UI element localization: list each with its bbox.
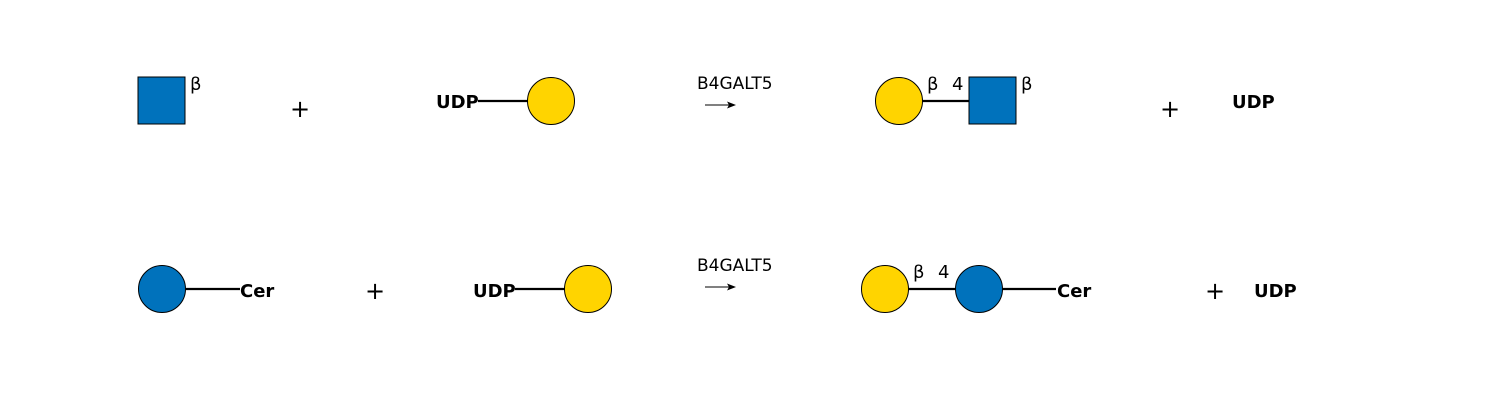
udp-byproduct-label: UDP [1254,281,1297,302]
cer-label: Cer [1057,281,1091,302]
linkage-anomer: β [913,262,925,283]
enzyme-label: B4GALT5 [697,74,773,94]
glc-circle-icon [138,265,186,313]
product-anomer: β [1021,74,1033,95]
glcnac-square-icon [137,76,186,125]
gal-circle-icon [861,265,909,313]
gal-circle-icon [875,77,923,125]
linkage-position: 4 [952,74,963,95]
gal-circle-icon [564,265,612,313]
substrate-1-anomer: β [190,74,202,95]
plus-sign: + [1160,95,1180,123]
plus-sign: + [1205,277,1225,305]
reaction-2: Cer + UDP B4GALT5 β 4 Cer + UDP [138,256,1297,313]
plus-sign: + [365,277,385,305]
udp-label: UDP [436,92,479,113]
linkage-anomer: β [927,74,939,95]
linkage-position: 4 [938,262,949,283]
udp-label: UDP [473,281,516,302]
plus-sign: + [290,95,310,123]
glc-circle-icon [955,265,1003,313]
arrowhead-icon [727,283,736,291]
glcnac-square-icon [968,76,1017,125]
reaction-1: β + UDP B4GALT5 β 4 β + UDP [137,74,1275,125]
arrowhead-icon [727,101,736,109]
gal-circle-icon [527,77,575,125]
cer-label: Cer [240,281,274,302]
enzyme-label: B4GALT5 [697,256,773,276]
udp-byproduct-label: UDP [1232,92,1275,113]
